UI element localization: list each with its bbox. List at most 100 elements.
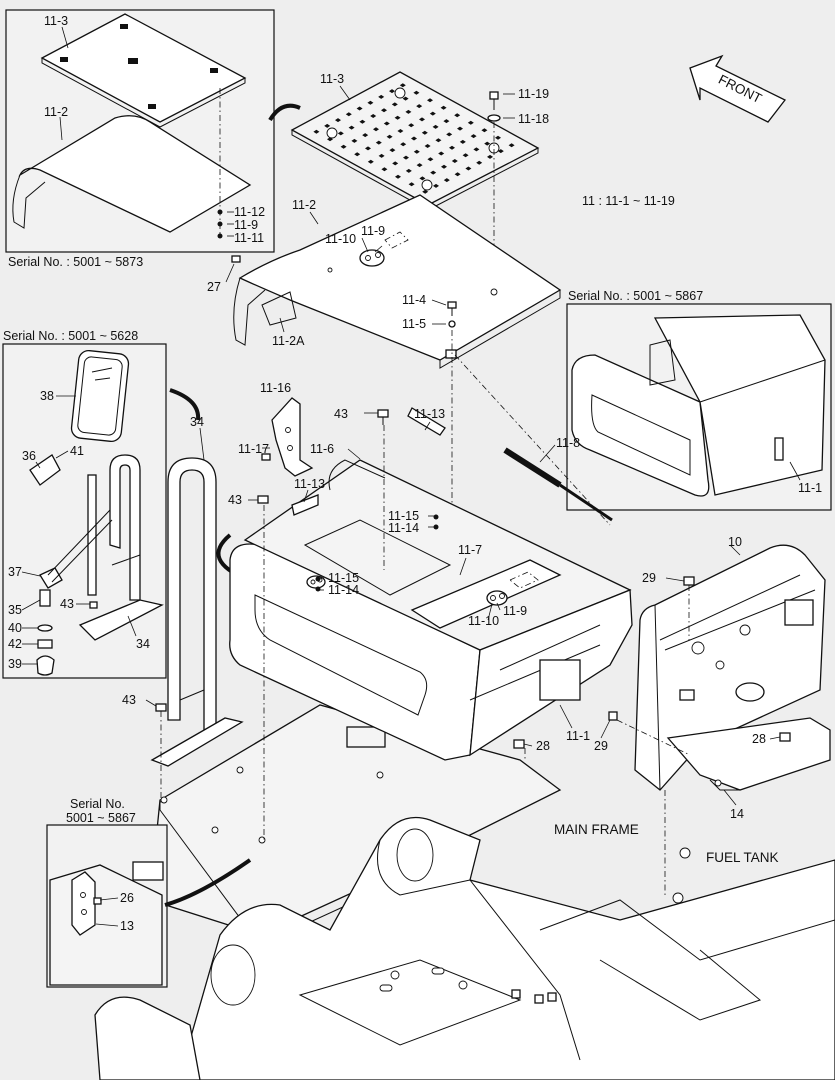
- plate-perforation: [440, 105, 447, 110]
- callout: 11-10: [468, 614, 499, 628]
- plate-perforation: [400, 142, 407, 147]
- plate-perforation: [365, 146, 371, 151]
- inset-left: [2, 343, 167, 679]
- inset-right: [566, 303, 832, 511]
- plate-perforation: [495, 135, 501, 140]
- callout: 11-11: [234, 231, 264, 245]
- plate-perforation: [454, 113, 461, 118]
- plate-perforation: [465, 166, 472, 171]
- plate-perforation: [375, 140, 382, 145]
- seat-cover-11-2: [231, 194, 562, 369]
- plate-perforation: [397, 129, 404, 133]
- callout: 10: [728, 535, 742, 549]
- callout: 43: [122, 693, 136, 707]
- callout: 11-13: [414, 407, 445, 421]
- callout: 34: [190, 415, 204, 429]
- cover-10: [634, 544, 826, 791]
- plate-perforation: [359, 119, 366, 124]
- part-callouts: 11-3 11-2 11-12 11-9 11-11 11-3 11-19 11…: [8, 14, 822, 933]
- plate-perforation: [413, 90, 420, 95]
- callout: 11-15: [388, 509, 419, 523]
- inset-title-bottom-line2: 5001 ~ 5867: [66, 811, 136, 825]
- plate-perforation: [427, 157, 434, 162]
- plate-perforation: [419, 176, 426, 181]
- plate-perforation: [381, 108, 387, 113]
- plate-perforation: [432, 124, 439, 129]
- main-frame-label: MAIN FRAME: [554, 822, 639, 837]
- callout: 11-3: [320, 72, 344, 86]
- plate-perforation: [433, 183, 439, 188]
- callout: 43: [60, 597, 74, 611]
- callout: 43: [228, 493, 242, 507]
- plate-perforation: [335, 118, 341, 123]
- assembly-note: 11 : 11-1 ~ 11-19: [582, 194, 675, 208]
- callout: 11-2: [44, 105, 68, 119]
- plate-perforation: [467, 120, 474, 125]
- floor-plate-11-3: [268, 71, 540, 211]
- bolts-43: [155, 409, 439, 805]
- callout: 11-5: [402, 317, 426, 331]
- plate-perforation: [443, 119, 450, 124]
- callout: 11-4: [402, 293, 426, 307]
- plate-perforation: [438, 151, 445, 156]
- plate-perforation: [373, 127, 379, 132]
- callout: 29: [642, 571, 656, 585]
- callout: 11-15: [328, 571, 359, 585]
- callout: 11-1: [798, 481, 822, 495]
- plate-perforation: [313, 129, 320, 134]
- inset-top-left: [5, 9, 275, 253]
- plate-perforation: [416, 104, 423, 109]
- callout: 11-8: [556, 436, 580, 450]
- callout: 27: [207, 280, 221, 294]
- plate-perforation: [419, 117, 425, 122]
- plate-perforation: [389, 89, 395, 94]
- plate-perforation: [487, 154, 493, 159]
- plate-perforation: [470, 134, 477, 139]
- plate-perforation: [340, 144, 347, 149]
- plate-perforation: [348, 125, 355, 130]
- callout: 11-17: [238, 442, 269, 456]
- main-frame-drawing: [94, 704, 835, 1080]
- callout: 11-13: [294, 477, 325, 491]
- plate-perforation: [362, 133, 369, 138]
- inset-title-bottom-line1: Serial No.: [70, 797, 125, 811]
- callout: 43: [334, 407, 348, 421]
- plate-perforation: [441, 164, 447, 169]
- gas-spring-11-8: [454, 354, 613, 526]
- plate-perforation: [411, 136, 417, 141]
- plate-perforation: [449, 145, 455, 150]
- plate-perforation: [399, 83, 406, 88]
- plate-perforation: [394, 115, 401, 120]
- plate-perforation: [403, 155, 409, 160]
- front-direction-arrow: FRONT: [689, 54, 787, 123]
- plate-perforation: [484, 141, 491, 146]
- handrail-34: [150, 388, 249, 767]
- plate-perforation: [476, 160, 483, 165]
- callout: 28: [536, 739, 550, 753]
- bracket-11-16: [271, 397, 314, 477]
- plate-perforation: [430, 170, 437, 175]
- plate-perforation: [459, 139, 466, 144]
- inset-title-right: Serial No. : 5001 ~ 5867: [568, 289, 703, 303]
- callout: 11-19: [518, 87, 549, 101]
- callout: 13: [120, 919, 134, 933]
- callout: 11-16: [260, 381, 291, 395]
- plate-perforation: [378, 153, 385, 158]
- plate-perforation: [324, 123, 331, 128]
- plate-perforation: [405, 168, 412, 173]
- plate-perforation: [392, 161, 399, 166]
- callout: 11-3: [44, 14, 68, 28]
- inset-title-left: Serial No. : 5001 ~ 5628: [3, 329, 138, 343]
- callout: 26: [120, 891, 134, 905]
- callout: 11-9: [361, 224, 385, 238]
- callout: 40: [8, 621, 22, 635]
- callout: 11-12: [234, 205, 265, 219]
- plate-perforation: [413, 149, 420, 154]
- plate-perforation: [351, 138, 358, 143]
- plate-perforation: [408, 182, 415, 187]
- plate-perforation: [508, 143, 515, 148]
- callout: 37: [8, 565, 22, 579]
- callout: 11-7: [458, 543, 482, 557]
- plate-perforation: [386, 134, 393, 139]
- callout: 14: [730, 807, 744, 821]
